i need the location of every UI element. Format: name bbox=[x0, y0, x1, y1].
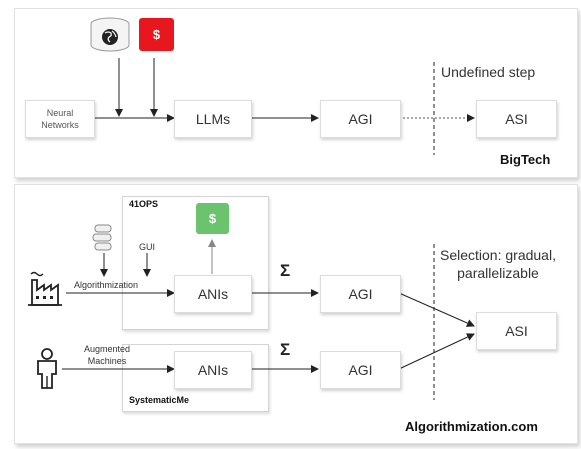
group-41ops-label: 41OPS bbox=[129, 199, 159, 209]
neural-networks-node: Neural Networks bbox=[25, 100, 95, 138]
algorithmization-com-label: Algorithmization.com bbox=[405, 419, 538, 434]
dollar-icon-green: $ bbox=[196, 203, 229, 234]
bigtech-label: BigTech bbox=[500, 152, 551, 167]
agi-node-1: AGI bbox=[320, 275, 401, 313]
person-icon bbox=[34, 348, 60, 390]
dollar-icon-red: $ bbox=[139, 18, 174, 51]
agi-node-2: AGI bbox=[320, 351, 401, 389]
asi-node-top: ASI bbox=[476, 100, 557, 138]
selection-label: Selection: gradual, parallelizable bbox=[440, 247, 556, 281]
augmented-machines-label: Augmented Machines bbox=[84, 344, 131, 366]
undefined-step-label: Undefined step bbox=[441, 64, 536, 80]
arrow-agi2-asi bbox=[398, 333, 475, 370]
anis-node-1: ANIs bbox=[174, 275, 252, 313]
database-icon bbox=[91, 224, 115, 252]
group-systematicme-label: SystematicMe bbox=[129, 395, 190, 405]
arrow-agi1-asi bbox=[398, 292, 475, 327]
agi-node-top: AGI bbox=[320, 100, 401, 138]
anis-node-2: ANIs bbox=[174, 351, 252, 389]
gui-label: GUI bbox=[139, 242, 156, 252]
algorithmization-label: Algorithmization bbox=[74, 280, 139, 290]
sigma-1: Σ bbox=[280, 261, 291, 280]
asi-node-bottom: ASI bbox=[476, 312, 557, 350]
factory-icon bbox=[26, 268, 66, 308]
llms-node: LLMs bbox=[174, 100, 252, 138]
globe-database-icon bbox=[88, 15, 132, 55]
sigma-2: Σ bbox=[280, 340, 291, 359]
